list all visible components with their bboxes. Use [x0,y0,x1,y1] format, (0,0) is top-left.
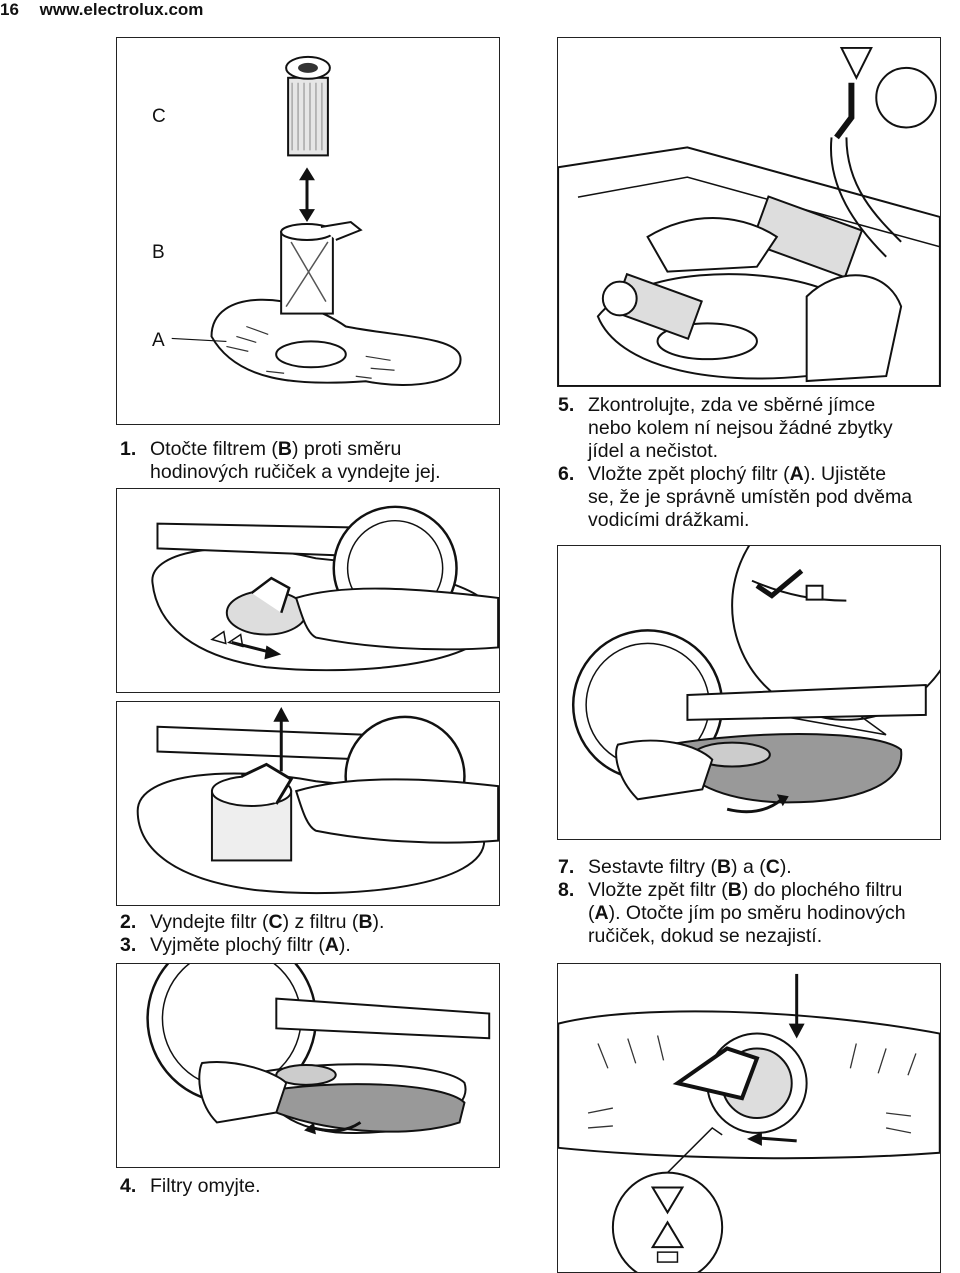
step-text: Vyjměte plochý filtr ( [150,934,325,956]
step-text: se, že je správně umístěn pod dvěma [588,486,913,508]
step-text: nebo kolem ní nejsou žádné zbytky [588,417,893,439]
step-text-bold: A [789,463,804,485]
step-text-bold: B [727,879,742,901]
step-text-bold: B [277,438,292,460]
step-text: ) proti směru [291,438,402,460]
step-2: 2. Vyndejte filtr (C) z filtru (B). [120,911,384,934]
rotate-filter-illustration [151,505,499,672]
step-number: 7. [558,856,575,878]
remove-filter-illustration [136,706,499,895]
step-number: 3. [120,934,137,956]
figure-remove-flat-filter [116,963,500,1168]
step-text: ). Otočte jím po směru hodinových [608,902,906,924]
step-4: 4. Filtry omyjte. [120,1175,261,1198]
step-number: 5. [558,394,575,416]
step-text-bold: B [716,856,732,878]
step-number: 4. [120,1175,137,1197]
step-text: Zkontrolujte, zda ve sběrné jímce [588,394,876,416]
step-text: vodicími drážkami. [588,509,750,531]
label-b: B [152,242,165,263]
step-text: Otočte filtrem ( [150,438,278,460]
step-text-bold: C [268,911,283,933]
step-3: 3. Vyjměte plochý filtr (A). [120,934,351,957]
step-text: ). Ujistěte [803,463,887,485]
figure-wash-filters [557,37,941,387]
step-text: Sestavte filtry ( [588,856,717,878]
step-text: ). [338,934,351,956]
label-c: C [152,106,166,127]
figure-rotate-filter [116,488,500,693]
page-header: 16 www.electrolux.com [0,0,203,20]
filter-parts-illustration [171,55,462,387]
wash-filters-illustration [558,46,940,386]
step-number: 6. [558,463,575,485]
figure-remove-filter [116,701,500,906]
step-text-bold: B [358,911,373,933]
step-text: Vložte zpět filtr ( [588,879,728,901]
step-text: jídel a nečistot. [588,440,719,462]
step-8: 8. Vložte zpět filtr (B) do plochého filt… [558,879,906,948]
step-7: 7. Sestavte filtry (B) a (C). [558,856,792,879]
step-text: ). [372,911,385,933]
lock-filter-illustration [558,973,940,1272]
step-5: 5. Zkontrolujte, zda ve sběrné jímce nebo… [558,394,893,463]
step-text-bold: A [594,902,609,924]
step-number: 1. [120,438,137,460]
step-text: ) a ( [731,856,766,878]
step-text: ( [588,902,595,924]
figure-reinsert-flat-filter [557,545,941,840]
remove-flat-filter-illustration [146,964,491,1135]
step-text: Vložte zpět plochý filtr ( [588,463,790,485]
step-text: ) do plochého filtru [741,879,903,901]
step-text: Vyndejte filtr ( [150,911,269,933]
reinsert-flat-filter-illustration [571,546,940,814]
step-text-bold: A [324,934,339,956]
step-text: hodinových ručiček a vyndejte jej. [150,461,441,483]
step-text-bold: C [765,856,780,878]
step-1: 1. Otočte filtrem (B) proti směru hodinov… [120,438,500,484]
page-number: 16 [0,0,19,19]
step-6: 6. Vložte zpět plochý filtr (A). Ujistěte… [558,463,912,532]
figure-lock-filter [557,963,941,1273]
site-url: www.electrolux.com [39,0,204,19]
step-text: ručiček, dokud se nezajistí. [588,925,823,947]
figure-filter-parts: C B A [116,37,500,425]
step-text: ) z filtru ( [282,911,359,933]
step-number: 8. [558,879,575,901]
step-number: 2. [120,911,137,933]
step-text: Filtry omyjte. [150,1175,261,1197]
label-a: A [152,330,165,351]
step-text: ). [779,856,792,878]
